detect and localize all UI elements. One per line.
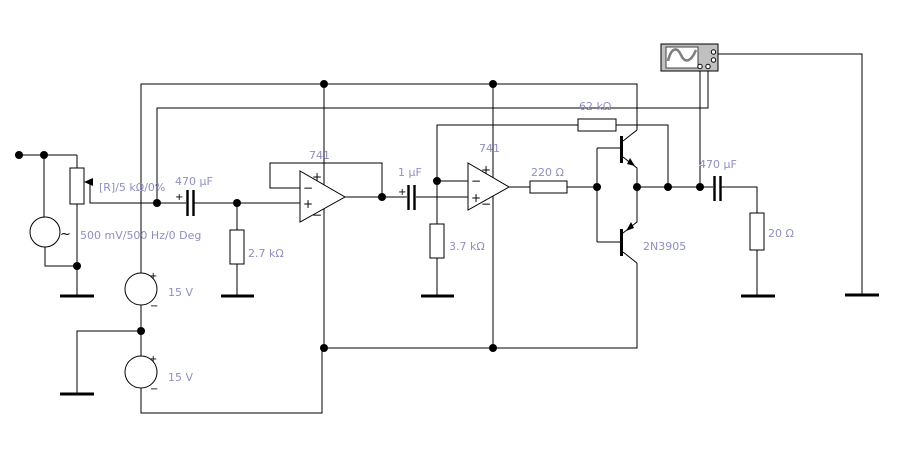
junction-dot (73, 262, 81, 270)
resistor-2.7k-label: 2.7 kΩ (248, 247, 284, 260)
resistor-2.7k[interactable] (229, 229, 245, 265)
input-capacitor-label: 470 µF (175, 175, 213, 188)
junction-dot (320, 80, 328, 88)
supply-bottom-label: 15 V (168, 371, 193, 384)
potentiometer[interactable] (69, 167, 93, 205)
opamp2-vplus-label: + (481, 163, 491, 177)
coupling-capacitor-label: 1 µF (398, 166, 422, 179)
transistor-label: 2N3905 (643, 240, 686, 253)
opamp1-plus-input-label: + (303, 197, 313, 211)
junction-dot (593, 183, 601, 191)
transistor-q2-pnp-2n3905[interactable] (620, 222, 634, 256)
junction-dot (489, 344, 497, 352)
junction-dot (320, 344, 328, 352)
opamp1-minus-input-label: − (303, 181, 313, 195)
wire-q1-collector[interactable] (622, 129, 638, 142)
wires (15, 53, 863, 414)
junction-dot (489, 80, 497, 88)
supply-top-minus: − (150, 301, 158, 312)
ac-sine-icon: ~ (60, 227, 71, 242)
dc-supply-top-15v[interactable]: + − (124, 271, 158, 312)
supply-top-label: 15 V (168, 286, 193, 299)
q2-base-bar (620, 229, 623, 256)
junction-dot (15, 151, 23, 159)
resistor-220[interactable] (529, 180, 568, 194)
resistor-62k-label: 62 kΩ (579, 100, 611, 113)
ac-source[interactable]: ~ (29, 216, 71, 248)
scope-terminal[interactable] (710, 49, 717, 55)
scope-terminal[interactable] (705, 63, 711, 70)
opamp1-vplus-label: + (312, 170, 322, 184)
sine-wave-icon (666, 48, 698, 62)
input-capacitor[interactable]: + (175, 190, 195, 216)
wire-q2-collector[interactable] (622, 251, 638, 264)
scope-terminal[interactable] (710, 57, 717, 63)
supply-bottom-plus: + (149, 354, 157, 365)
potentiometer-body[interactable] (69, 167, 85, 205)
output-capacitor-label: 470 µF (699, 158, 737, 171)
opamp1-label: 741 (309, 149, 330, 162)
opamp2-minus-input-label: − (471, 174, 481, 188)
resistor-20-load[interactable] (749, 212, 765, 251)
potentiometer-wiper-arrow-icon (84, 178, 93, 186)
oscilloscope[interactable] (660, 43, 719, 72)
wire-opamp2-minus-to-feedback[interactable] (436, 124, 578, 182)
labels: [R]/5 kΩ/0% 500 mV/500 Hz/0 Deg 470 µF 2… (80, 100, 794, 384)
supply-top-plus: + (149, 271, 157, 282)
opamp1-vminus-label: − (312, 208, 322, 222)
q1-emitter-arrow-icon (627, 158, 635, 166)
coupling-capacitor[interactable]: + (398, 185, 416, 210)
wire-supply-midpoint-ground[interactable] (76, 330, 141, 393)
ac-source-body[interactable] (29, 216, 61, 248)
wire-pos15-rail[interactable] (140, 83, 638, 273)
junction-dot (233, 199, 241, 207)
q1-base-bar (620, 136, 623, 163)
resistor-3.7k-label: 3.7 kΩ (449, 240, 485, 253)
transistor-q1-npn[interactable] (620, 136, 635, 166)
cap-polarity-plus: + (398, 187, 406, 198)
wire-scope-ground[interactable] (718, 53, 863, 294)
junction-dots (15, 80, 704, 352)
potentiometer-label: [R]/5 kΩ/0% (99, 181, 165, 194)
wire-capout-to-load[interactable] (721, 186, 758, 213)
junction-dot (696, 183, 704, 191)
opamp2-label: 741 (479, 142, 500, 155)
resistor-62k[interactable] (577, 118, 617, 132)
opamp2-vminus-label: − (481, 197, 491, 211)
q2-emitter-arrow-icon (626, 222, 634, 231)
opamp2-plus-input-label: + (471, 191, 481, 205)
grounds (60, 293, 879, 396)
junction-dot (664, 183, 672, 191)
wire-neg15-rail[interactable] (140, 263, 638, 414)
opamp2-741[interactable]: − + + − (467, 162, 511, 211)
supply-top-body[interactable] (124, 272, 158, 306)
wire-opamp1-feedback[interactable] (269, 162, 383, 197)
output-capacitor[interactable] (713, 176, 722, 201)
dc-supply-bottom-15v[interactable]: + − (124, 354, 158, 395)
ac-source-label: 500 mV/500 Hz/0 Deg (80, 229, 201, 242)
junction-dot (633, 183, 641, 191)
wire-acsource-bottom[interactable] (44, 247, 77, 267)
wire-q1-emitter[interactable] (622, 156, 638, 187)
opamp1-741[interactable]: − + + − (299, 170, 347, 223)
supply-bottom-body[interactable] (124, 355, 158, 389)
junction-dot (378, 193, 386, 201)
wire-scope-b-probe[interactable] (156, 69, 709, 203)
wire-feedback-to-output[interactable] (616, 124, 669, 187)
junction-dot (40, 151, 48, 159)
junction-dot (153, 199, 161, 207)
opamp2-triangle[interactable] (467, 162, 511, 211)
resistor-20-label: 20 Ω (768, 227, 794, 240)
resistor-220-label: 220 Ω (531, 166, 564, 179)
junction-dot (137, 327, 145, 335)
supply-bottom-minus: − (150, 384, 158, 395)
scope-terminal[interactable] (697, 63, 703, 70)
cap-polarity-plus: + (175, 192, 183, 203)
junction-dot (433, 177, 441, 185)
resistor-3.7k[interactable] (429, 223, 445, 259)
opamp1-triangle[interactable] (299, 170, 347, 223)
